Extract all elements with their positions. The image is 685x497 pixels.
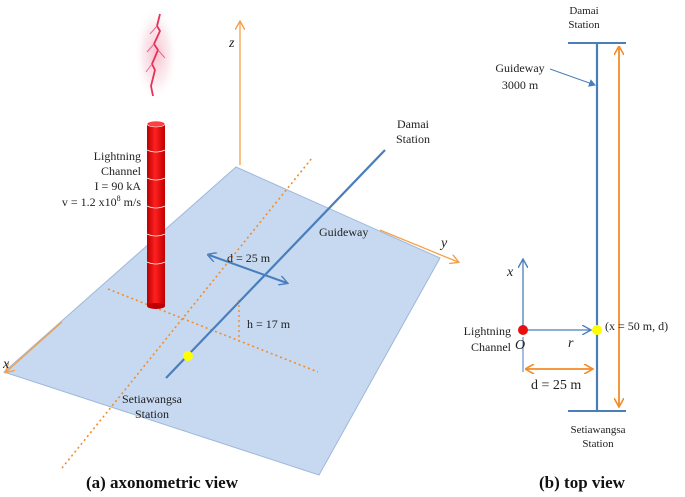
origin-point [518, 325, 528, 335]
axonometric-view: z y x Lightning Channel I [2, 6, 458, 492]
top-guideway-label-line2: 3000 m [502, 78, 539, 92]
top-view: Damai Station Guideway 3000 m x r O Ligh… [464, 5, 668, 492]
y-axis-label: y [439, 236, 448, 251]
top-channel-label-line1: Lightning [464, 324, 511, 338]
velocity-label: v = 1.2 x108 m/s [62, 194, 141, 209]
z-axis-label: z [228, 36, 235, 51]
caption-top-view: (b) top view [539, 473, 626, 492]
lightning-flash-image [132, 6, 180, 106]
damai-station-label-line1: Damai [397, 117, 430, 131]
channel-label-line2: Channel [101, 164, 142, 178]
top-x-axis-label: x [506, 265, 514, 280]
top-distance-label: d = 25 m [531, 378, 581, 393]
channel-label-line1: Lightning [94, 149, 141, 163]
top-damai-label-line2: Station [568, 19, 600, 31]
setiawangsa-station-label-line2: Station [135, 407, 169, 421]
current-label: I = 90 kA [95, 179, 142, 193]
top-channel-label-line2: Channel [471, 340, 512, 354]
guideway-callout-arrow [549, 68, 596, 87]
top-guideway-label-line1: Guideway [495, 61, 544, 75]
x-axis-label: x [2, 357, 10, 372]
top-r-axis-label: r [568, 336, 574, 351]
y-axis [379, 229, 458, 262]
top-setiawangsa-label-line2: Station [582, 438, 614, 450]
origin-label: O [515, 338, 525, 353]
observation-point [183, 351, 193, 361]
grid-line-parallel-y [61, 157, 313, 469]
lightning-channel-column [146, 120, 166, 309]
distance-label: d = 25 m [227, 251, 271, 265]
guideway-label: Guideway [319, 225, 368, 239]
setiawangsa-station-label-line1: Setiawangsa [122, 392, 183, 406]
top-observation-point [592, 325, 602, 335]
top-setiawangsa-label-line1: Setiawangsa [571, 424, 626, 436]
height-label: h = 17 m [247, 317, 291, 331]
damai-station-label-line2: Station [396, 132, 430, 146]
top-damai-label-line1: Damai [569, 5, 598, 17]
x-axis [6, 321, 63, 372]
distance-arrow [209, 255, 287, 283]
point-coordinate-label: (x = 50 m, d) [605, 319, 668, 333]
caption-axonometric: (a) axonometric view [86, 473, 239, 492]
